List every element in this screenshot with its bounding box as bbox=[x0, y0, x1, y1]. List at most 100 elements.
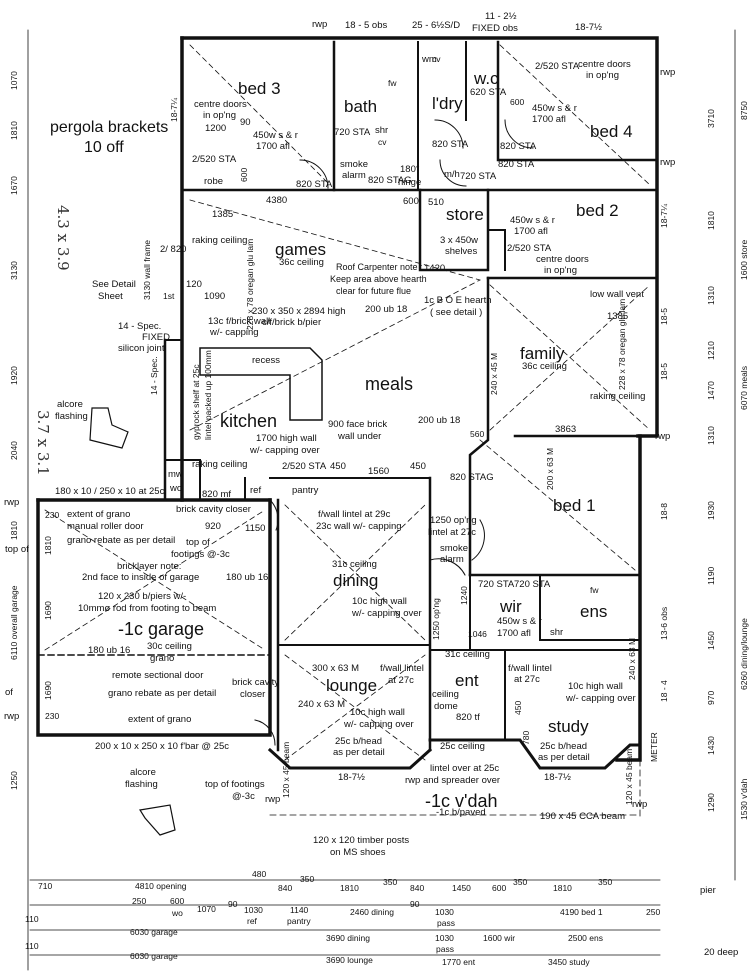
bed2-window: 450w s & r bbox=[510, 215, 555, 226]
window-note: 18-7½ bbox=[575, 22, 602, 33]
bath-door-stag: 820 STAG bbox=[368, 175, 412, 186]
cavity-note: brick cavity closer bbox=[176, 504, 251, 515]
meals-dim4: 560 bbox=[470, 429, 485, 439]
bottom-dim: 4190 bed 1 bbox=[560, 907, 603, 917]
bottom-dim: 1810 bbox=[553, 883, 572, 893]
alcore-label-2: alcore bbox=[130, 767, 156, 778]
entry-door: 820 tf bbox=[456, 712, 480, 723]
bed4-dim: 600 bbox=[510, 97, 525, 107]
bed2-door: 820 STA bbox=[498, 159, 535, 170]
room-meals: meals bbox=[365, 374, 414, 394]
right-dim: 1450 bbox=[706, 631, 716, 650]
roof-note2: Keep area above hearth bbox=[330, 274, 427, 284]
hinge-label2: hinge bbox=[398, 177, 422, 188]
garage-ub: 180 ub 16 bbox=[226, 572, 269, 583]
left-dim: 1810 bbox=[9, 521, 19, 540]
rwp-label: rwp bbox=[632, 799, 648, 810]
dining-hw: 10c high wall bbox=[352, 596, 407, 607]
garage-dim-230: 230 bbox=[45, 711, 60, 721]
ceiling-line bbox=[189, 279, 481, 431]
room-wir: wir bbox=[500, 597, 522, 616]
interior-wall bbox=[496, 40, 659, 162]
wo-label: wo bbox=[170, 483, 183, 494]
study-window-side: 18 - 4 bbox=[659, 680, 669, 702]
lintel-note: f/wall lintel at 29c bbox=[318, 509, 391, 520]
kitchen-bench bbox=[199, 347, 323, 421]
games-dim: 1385 bbox=[212, 209, 234, 220]
family-beam-m: 240 x 45 M bbox=[489, 352, 499, 395]
ceiling-dome: ceiling bbox=[432, 689, 459, 700]
recess-label: recess bbox=[252, 355, 280, 366]
right-dim2: 6260 dining/lounge bbox=[739, 618, 749, 690]
bottom-dim: 250 bbox=[646, 907, 661, 917]
gyprock-note: gyprock shelf at 25c bbox=[191, 364, 201, 440]
outer-wall bbox=[36, 498, 272, 737]
right-dim: 3710 bbox=[706, 109, 716, 128]
garage-dim-1690: 1690 bbox=[43, 601, 53, 620]
high-wall-note: 1700 high wall bbox=[256, 433, 317, 444]
bottom-dim: 710 bbox=[38, 881, 53, 891]
room-wc: w.c bbox=[474, 69, 499, 88]
ceiling-line bbox=[284, 654, 426, 761]
bottom-dim: 1070 bbox=[197, 904, 216, 914]
right-dim: 1930 bbox=[706, 501, 716, 520]
face-brick-note: 900 face brick bbox=[328, 419, 388, 430]
handwritten-note2: 3.7 x 3.1 bbox=[34, 410, 52, 476]
store-dim2: 510 bbox=[428, 197, 444, 208]
entry-dim: 1240 bbox=[459, 586, 469, 605]
vdah-rwp: rwp and spreader over bbox=[405, 775, 501, 786]
bottom-dim: 1600 wir bbox=[483, 933, 516, 943]
rwp-label: rwp bbox=[4, 497, 20, 508]
garage-piers2: 10mmø rod from footing to beam bbox=[78, 603, 217, 614]
meals-dim2: 1560 bbox=[368, 466, 390, 477]
first-label: 1st bbox=[163, 291, 175, 301]
store-door: 720 STA bbox=[460, 171, 497, 182]
meter-label: METER bbox=[649, 732, 659, 762]
bath-door: 720 STA bbox=[334, 127, 371, 138]
outer-wall bbox=[180, 36, 659, 438]
garage-dim: 920 bbox=[205, 521, 221, 532]
lounge-beam: 300 x 63 M bbox=[312, 663, 359, 674]
bottom-dim: 3450 study bbox=[548, 957, 590, 967]
bottom-ref: ref bbox=[247, 916, 257, 926]
dining-hw2: w/- capping over bbox=[352, 608, 422, 619]
extent-grano: extent of grano bbox=[128, 714, 192, 725]
bottom-dim: 3690 lounge bbox=[326, 955, 373, 965]
bed4-door-note: centre doors bbox=[578, 59, 631, 70]
right-dim2: 1530 v'dah bbox=[739, 778, 749, 820]
lounge-beam2: 240 x 63 M bbox=[298, 699, 345, 710]
rwp-label: rwp bbox=[660, 157, 676, 168]
store-dim3: 1420 bbox=[424, 263, 446, 274]
rwp-label: rwp bbox=[4, 711, 20, 722]
handwritten-note: 4.3 x 3.9 bbox=[54, 205, 72, 271]
ceiling-line bbox=[44, 509, 266, 651]
grano-rebate2: grano rebate as per detail bbox=[108, 688, 217, 699]
bed4-window2: 1700 afl bbox=[532, 114, 566, 125]
roof-note: Roof Carpenter note : bbox=[336, 262, 423, 272]
grano-note: extent of grano bbox=[67, 509, 131, 520]
meals-door: 820 STAG bbox=[450, 472, 494, 483]
room-bed4: bed 4 bbox=[590, 122, 633, 141]
family-dim2: 3863 bbox=[555, 424, 577, 435]
bottom-dim: 350 bbox=[513, 877, 528, 887]
window-note: 25 - 6½S/D bbox=[412, 20, 461, 31]
bed2-window-side: 18-7¼ bbox=[659, 203, 669, 228]
games-dim2: 4380 bbox=[266, 195, 288, 206]
lounge-bhead2: as per detail bbox=[333, 747, 385, 758]
right-dim: 1290 bbox=[706, 793, 716, 812]
lounge-hw2: w/- capping over bbox=[344, 719, 414, 730]
garage-dim-1690b: 1690 bbox=[43, 681, 53, 700]
spec-note: 14 - Spec. bbox=[118, 321, 162, 332]
remote-door: remote sectional door bbox=[112, 670, 204, 681]
bricklayer-note: bricklayer note: bbox=[117, 561, 182, 572]
meals-ub: 200 ub 18 bbox=[418, 415, 461, 426]
vdah-ceiling: 25c ceiling bbox=[440, 741, 485, 752]
bed2-window2: 1700 afl bbox=[514, 226, 548, 237]
study-lintel: f/wall lintel bbox=[508, 663, 552, 674]
vdah-beam: 190 x 45 CCA beam bbox=[540, 811, 626, 822]
entry-dim2: 1046 bbox=[468, 629, 487, 639]
mh-label: m/h bbox=[444, 169, 460, 180]
pantry-door: 2/520 STA bbox=[282, 461, 327, 472]
bottom-wo: wo bbox=[172, 908, 183, 918]
see-detail2: Sheet bbox=[98, 291, 123, 302]
